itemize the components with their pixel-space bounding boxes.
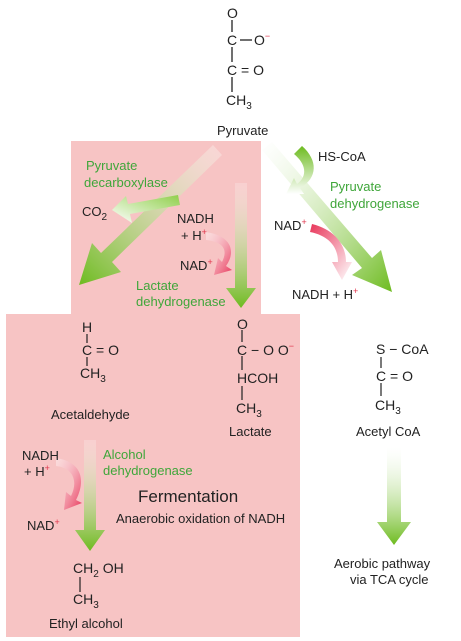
nadh-h-2: NADH + H+	[292, 286, 359, 302]
lactate-ch3: CH3	[236, 400, 262, 421]
aerobic-line-2: via TCA cycle	[350, 572, 429, 587]
nad-3: NAD+	[27, 517, 60, 533]
co2-label: CO2	[82, 204, 108, 223]
arrow-hs-coa	[286, 146, 314, 194]
lactate-c1: C − O O−	[237, 341, 295, 358]
acetaldehyde-label: Acetaldehyde	[51, 407, 130, 422]
lactate-hcoh: HCOH	[237, 370, 279, 386]
pyruvate-o-top: O	[227, 5, 238, 21]
lactate-label: Lactate	[229, 424, 272, 439]
arrow-to-tca	[377, 447, 411, 545]
acetyl-coa-label: Acetyl CoA	[356, 424, 421, 439]
ethanol-ch2oh: CH2 OH	[73, 560, 124, 581]
pyruvate-c1: C	[227, 32, 238, 48]
arrow-nadh-to-nad-1	[206, 232, 232, 275]
enzyme-pyruvate-dehydrogenase-1: Pyruvate	[330, 179, 382, 194]
pyruvate-label: Pyruvate	[217, 123, 269, 138]
arrow-nad-to-nadh-2	[310, 224, 352, 280]
nadh-3: NADH	[22, 448, 59, 463]
h-plus-1: + H+	[181, 227, 207, 243]
acetyl-coa-c: C = O	[376, 368, 413, 384]
pyruvate-o-minus: O−	[254, 31, 271, 48]
enzyme-pyruvate-decarboxylase-2: decarboxylase	[84, 175, 168, 190]
ethyl-alcohol-label: Ethyl alcohol	[49, 616, 123, 631]
enzyme-lactate-dehydrogenase-2: dehydrogenase	[136, 294, 226, 309]
arrow-to-acetaldehyde	[79, 145, 222, 285]
hs-coa-label: HS-CoA	[318, 149, 366, 164]
arrow-to-lactate	[226, 183, 256, 308]
lactate-o-top: O	[237, 316, 248, 332]
upper-panel	[71, 141, 261, 316]
nad-1: NAD+	[180, 257, 213, 273]
arrow-nadh-to-nad-3	[56, 458, 82, 510]
enzyme-pyruvate-decarboxylase-1: Pyruvate	[86, 158, 138, 173]
acetaldehyde-ch3: CH3	[80, 365, 106, 386]
acetyl-coa-s: S − CoA	[376, 341, 429, 357]
arrow-to-acetyl-coa	[262, 142, 392, 292]
pyruvate-c2: C = O	[227, 62, 264, 78]
arrow-to-ethyl-alcohol	[75, 440, 105, 551]
fermentation-title: Fermentation	[138, 487, 239, 506]
enzyme-pyruvate-dehydrogenase-2: dehydrogenase	[330, 196, 420, 211]
enzyme-alcohol-dehydrogenase-2: dehydrogenase	[103, 463, 193, 478]
acetaldehyde-c: C = O	[82, 342, 119, 358]
arrow-co2	[112, 195, 180, 223]
pyruvate-ch3: CH3	[226, 92, 252, 113]
enzyme-lactate-dehydrogenase-1: Lactate	[136, 278, 179, 293]
fermentation-subtitle: Anaerobic oxidation of NADH	[116, 511, 286, 526]
acetaldehyde-h: H	[82, 319, 93, 335]
acetyl-coa-ch3: CH3	[375, 397, 401, 418]
enzyme-alcohol-dehydrogenase-1: Alcohol	[103, 447, 146, 462]
aerobic-line-1: Aerobic pathway	[334, 556, 431, 571]
fermentation-panel	[6, 314, 300, 637]
ethanol-ch3: CH3	[73, 591, 99, 612]
nadh-1: NADH	[177, 211, 214, 226]
h-plus-3: + H+	[24, 463, 50, 479]
nad-2: NAD+	[274, 217, 307, 233]
